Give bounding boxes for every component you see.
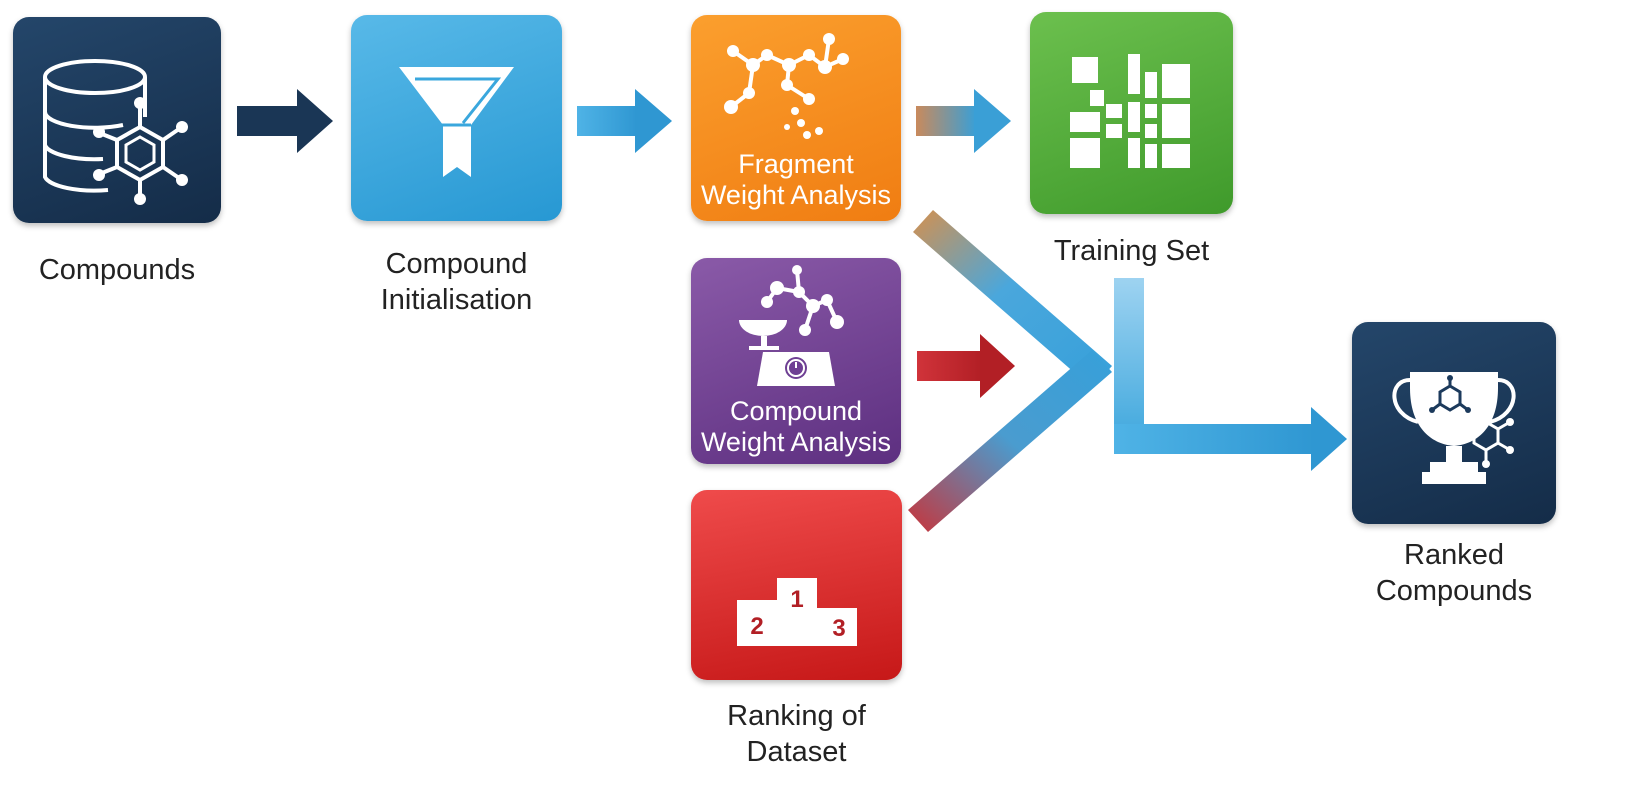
label-compound-initialisation: Compound Initialisation	[380, 248, 533, 316]
podium-second: 2	[750, 613, 763, 640]
merge-line-lower	[908, 350, 1112, 532]
node-compounds	[13, 17, 221, 223]
node-ranking-of-dataset: 1 2 3	[691, 490, 902, 680]
fragment-weight-text: Fragment Weight Analysis	[700, 149, 892, 210]
node-fragment-weight-analysis: Fragment Weight Analysis	[691, 15, 901, 221]
node-training-set	[1030, 12, 1233, 214]
node-ranked-compounds	[1352, 322, 1556, 524]
podium-third: 3	[832, 615, 845, 642]
arrow-compound-weight-to-merge	[917, 334, 1015, 398]
molecule-network-icon	[724, 33, 849, 139]
label-training-set: Training Set	[1053, 235, 1210, 267]
label-compounds: Compounds	[38, 254, 196, 286]
funnel-icon	[399, 67, 514, 177]
label-ranking-of-dataset: Ranking of Dataset	[727, 700, 866, 768]
trophy-molecule-icon	[1392, 372, 1516, 484]
merge-line-upper	[913, 210, 1112, 388]
arrow-training-to-ranked	[1114, 278, 1347, 471]
compound-weight-text: Compound Weight Analysis	[700, 396, 892, 457]
node-compound-initialisation	[351, 15, 562, 221]
podium-first: 1	[790, 586, 803, 613]
arrow-compounds-to-initialisation	[237, 89, 333, 153]
podium-icon: 1 2 3	[737, 578, 857, 646]
database-molecule-icon	[43, 59, 188, 205]
label-ranked-compounds: Ranked Compounds	[1375, 539, 1533, 607]
arrow-fragment-to-training	[916, 89, 1011, 153]
arrow-initialisation-to-fragment	[577, 89, 672, 153]
matrix-grid-icon	[1070, 54, 1190, 168]
scale-molecule-icon	[739, 265, 844, 386]
node-compound-weight-analysis: Compound Weight Analysis	[691, 258, 901, 464]
